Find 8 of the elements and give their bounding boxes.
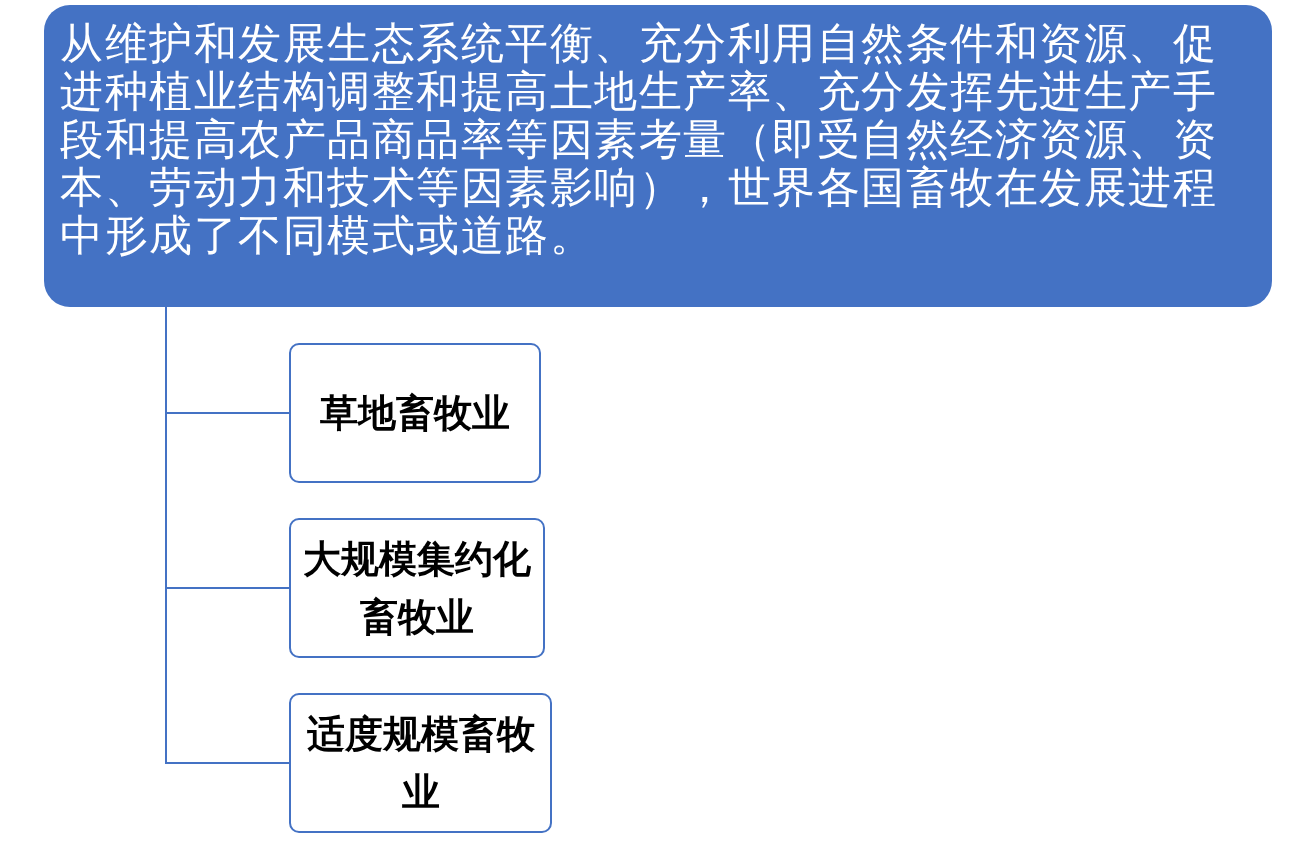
process-box — [289, 343, 541, 483]
box-label: 适度规模畜牧业 — [305, 711, 536, 816]
box-label: 草地畜牧业 — [320, 390, 510, 437]
process-box — [289, 693, 552, 833]
text-box — [44, 5, 1272, 307]
box-label: 大规模集约化畜牧业 — [302, 536, 532, 641]
process-box — [289, 518, 545, 658]
description-text: 从维护和发展生态系统平衡、充分利用自然条件和资源、促进种植业结构调整和提高土地生产率、充分发挥先进生产手段和提高农产品商品率等因素考量（即受自然经济资源、资本、劳动力和技术等因素影响），世界各国畜牧在发展进程中形成了不同模式或道路。 — [60, 19, 1218, 259]
